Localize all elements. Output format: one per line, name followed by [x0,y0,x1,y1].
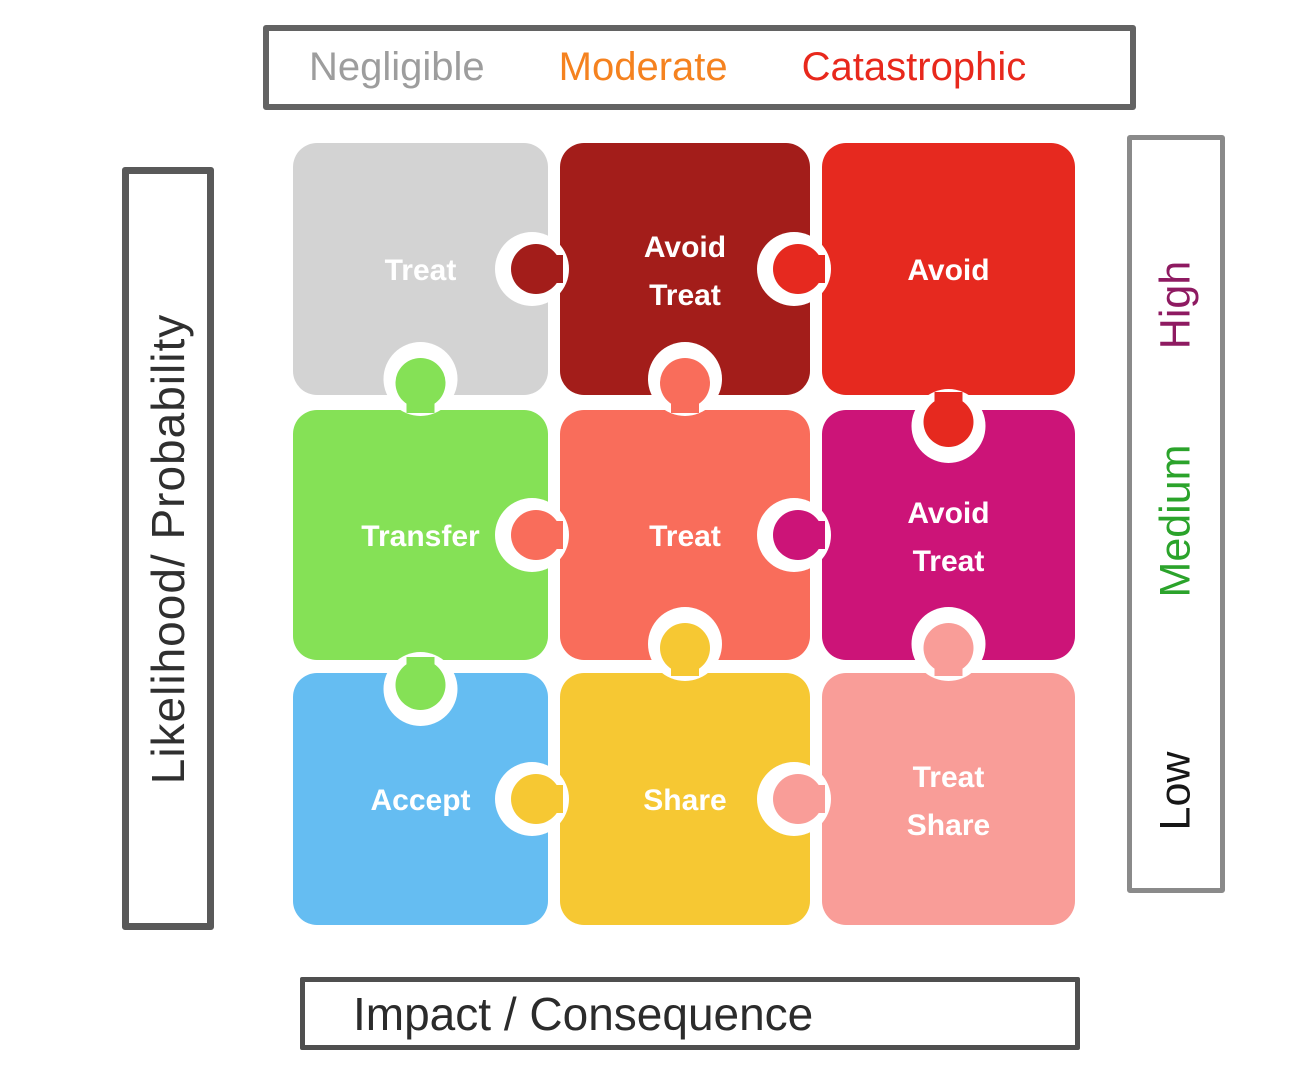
matrix-piece-transfer-r1c0 [293,410,548,660]
likelihood-levels-legend: High Medium Low [1127,135,1225,893]
puzzle-knob [395,660,446,710]
impact-axis-box: Impact / Consequence [300,977,1080,1050]
matrix-piece-label: Avoid [907,254,989,287]
matrix-piece-label: Treat [649,520,721,553]
puzzle-knob [923,623,974,673]
legend-moderate-label: Moderate [558,45,728,89]
matrix-piece-share-r2c1 [560,673,810,925]
impact-axis-label: Impact / Consequence [353,987,814,1040]
matrix-piece-treat-r1c1 [560,410,810,660]
matrix-piece-avoid-treat-r1c2 [822,410,1075,660]
puzzle-knob [773,774,823,824]
puzzle-knob [773,510,823,560]
puzzle-knob [395,358,446,408]
puzzle-knob [923,397,974,447]
matrix-piece-treat-share-r2c2 [822,673,1075,925]
puzzle-knob [660,623,710,673]
matrix-piece-avoid-treat-r0c1 [560,143,810,395]
puzzle-knob [660,358,710,408]
puzzle-knob [511,774,561,824]
matrix-piece-label: Transfer [361,520,480,553]
matrix-piece-treat-r0c0 [293,143,548,395]
puzzle-knob [511,244,561,294]
matrix-piece-label: Treat [385,254,457,287]
impact-severity-legend: Negligible Moderate Catastrophic [263,25,1136,110]
puzzle-knob [511,510,561,560]
matrix-piece-avoid-r0c2 [822,143,1075,395]
likelihood-axis-box: Likelihood/ Probability [122,167,214,930]
puzzle-knob [773,244,823,294]
legend-negligible-label: Negligible [309,45,485,89]
matrix-piece-label: Accept [370,784,470,817]
matrix-piece-accept-r2c0 [293,673,548,925]
legend-catastrophic-label: Catastrophic [801,45,1027,89]
matrix-piece-label: Share [643,784,726,817]
